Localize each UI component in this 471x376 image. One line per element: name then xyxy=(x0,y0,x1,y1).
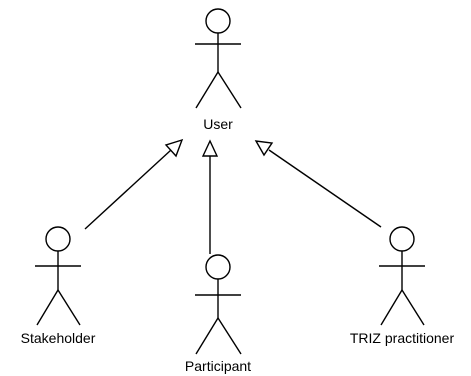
actor-stakeholder-right-leg xyxy=(57,289,81,326)
actor-stakeholder-head xyxy=(45,226,71,252)
actor-user-label: User xyxy=(203,116,233,132)
actor-triz-practitioner xyxy=(379,226,425,326)
generalization-line xyxy=(84,149,172,230)
actor-user-right-leg xyxy=(217,71,242,109)
generalization-triz-to-user xyxy=(254,140,382,228)
generalization-arrowhead xyxy=(201,139,219,157)
actor-participant-right-leg xyxy=(217,317,242,355)
actor-stakeholder xyxy=(35,226,81,326)
actor-user-left-leg xyxy=(195,71,219,109)
actor-user-head xyxy=(205,8,231,34)
actor-stakeholder-left-leg xyxy=(36,289,59,326)
actor-triz-practitioner-left-leg xyxy=(380,289,403,326)
generalization-participant-to-user xyxy=(201,139,219,254)
generalization-stakeholder-to-user xyxy=(84,138,184,230)
actor-participant-left-leg xyxy=(195,317,219,355)
actor-stakeholder-label: Stakeholder xyxy=(21,330,96,346)
actor-triz-practitioner-right-leg xyxy=(401,289,425,326)
actor-triz-practitioner-head xyxy=(389,226,415,252)
actor-triz-practitioner-label: TRIZ practitioner xyxy=(350,330,455,346)
actor-participant-label: Participant xyxy=(185,358,251,374)
generalization-line xyxy=(268,149,382,228)
actor-user xyxy=(195,8,242,109)
actor-participant xyxy=(195,254,242,355)
generalization-arrowhead xyxy=(254,140,274,157)
actor-participant-head xyxy=(205,254,231,280)
generalization-arrowhead xyxy=(164,138,184,158)
